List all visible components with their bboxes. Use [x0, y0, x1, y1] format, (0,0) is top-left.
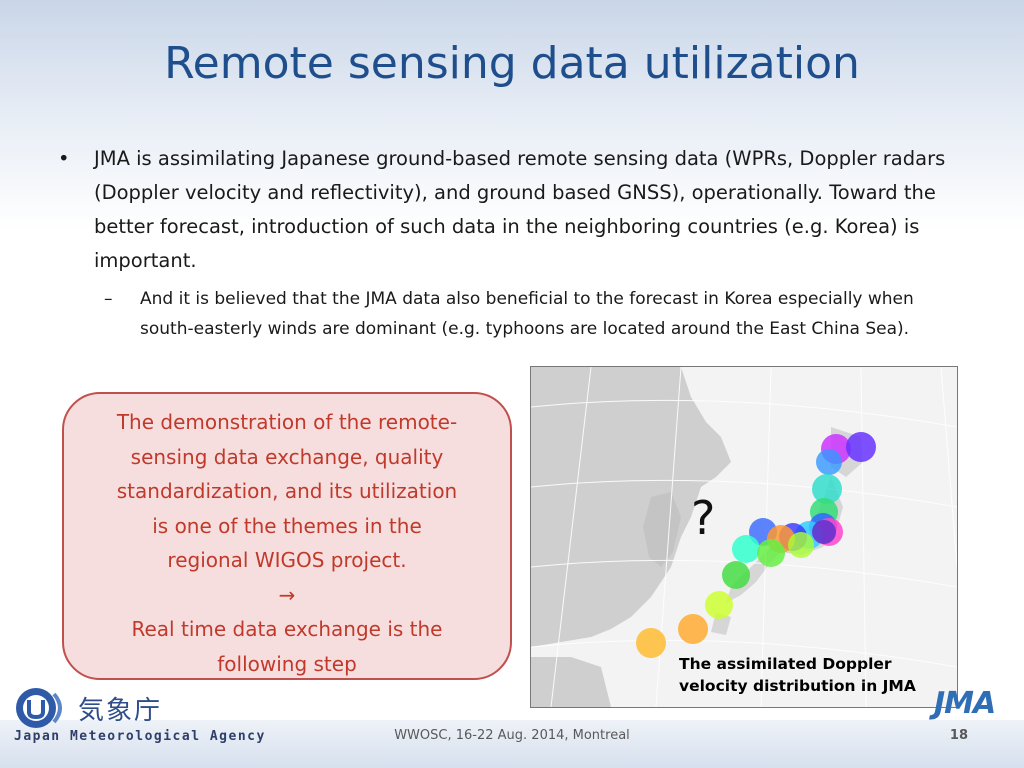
sub-bullet-item: – And it is believed that the JMA data a… — [48, 284, 962, 344]
callout-line: following step — [217, 651, 357, 676]
footer-text: WWOSC, 16-22 Aug. 2014, Montreal — [394, 728, 630, 743]
bullet-list: • JMA is assimilating Japanese ground-ba… — [48, 142, 978, 344]
callout-box: The demonstration of the remote- sensing… — [62, 392, 512, 680]
jma-wordmark: JMA — [934, 686, 996, 721]
page-number: 18 — [949, 728, 968, 743]
sub-bullet-marker: – — [104, 289, 113, 309]
agency-name: Japan Meteorological Agency — [14, 729, 266, 744]
logo-kanji: 気象庁 — [78, 696, 163, 726]
bullet-text: JMA is assimilating Japanese ground-base… — [94, 147, 946, 272]
callout-line: standardization, and its utilization — [116, 479, 458, 503]
question-mark: ? — [691, 491, 716, 545]
callout-line: is one of the themes in the — [152, 513, 422, 538]
footer-bar — [0, 720, 1024, 768]
slide-title: Remote sensing data utilization — [164, 38, 860, 89]
callout-line: The demonstration of the remote- — [116, 410, 458, 434]
caption-line: velocity distribution in JMA — [679, 677, 916, 695]
arrow-icon: → — [278, 582, 296, 607]
doppler-map: ? The assimilated Doppler velocity distr… — [530, 366, 958, 708]
caption-line: The assimilated Doppler — [679, 655, 892, 673]
callout-line: sensing data exchange, quality — [130, 444, 444, 469]
jma-logo-icon — [16, 688, 62, 728]
bullet-marker: • — [58, 147, 70, 170]
map-caption: The assimilated Doppler velocity distrib… — [679, 653, 916, 697]
map-graphic — [531, 367, 957, 707]
sub-bullet-text: And it is believed that the JMA data als… — [140, 289, 914, 339]
bullet-item: • JMA is assimilating Japanese ground-ba… — [48, 142, 978, 278]
callout-line: regional WIGOS project. — [167, 548, 407, 572]
callout-line: Real time data exchange is the — [131, 617, 443, 641]
